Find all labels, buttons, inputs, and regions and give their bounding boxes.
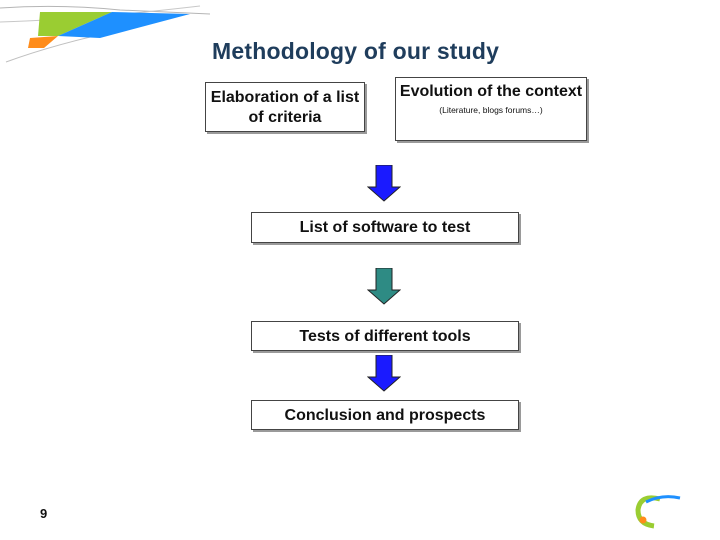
down-arrow-icon (367, 355, 401, 392)
software-list-box: List of software to test (251, 212, 519, 243)
context-box-note: (Literature, blogs forums…) (439, 105, 543, 115)
conclusion-box: Conclusion and prospects (251, 400, 519, 430)
tests-box: Tests of different tools (251, 321, 519, 351)
slide-title: Methodology of our study (212, 38, 500, 64)
criteria-box: Elaboration of a list of criteria (205, 82, 365, 132)
decorative-swoosh (0, 5, 211, 63)
down-arrow-icon (367, 268, 401, 305)
context-box-label: Evolution of the context (399, 83, 583, 100)
cemagref-logo-icon (635, 495, 681, 529)
cemagref-logo (634, 490, 714, 530)
page-number: 9 (40, 506, 48, 521)
down-arrow-icon (367, 165, 401, 202)
context-box: Evolution of the context (Literature, bl… (395, 77, 587, 141)
